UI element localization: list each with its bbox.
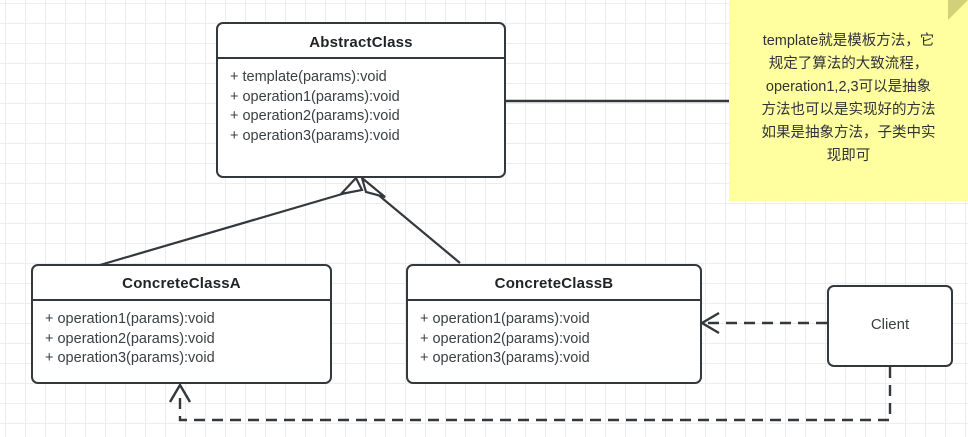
operation-item: + operation3(params):void	[45, 350, 215, 366]
class-box-concreteclassa[interactable]: ConcreteClassA + operation1(params):void…	[31, 264, 332, 384]
class-title-abstractclass: AbstractClass	[309, 34, 413, 51]
class-box-concreteclassb[interactable]: ConcreteClassB + operation1(params):void…	[406, 264, 702, 384]
generalization-arrowhead-b	[359, 174, 386, 199]
class-divider-concreteclassb	[408, 299, 700, 301]
note-line: 现即可	[826, 148, 871, 164]
operation-item: + operation3(params):void	[420, 350, 590, 366]
class-operations-concreteclassa: + operation1(params):void + operation2(p…	[33, 301, 330, 369]
generalization-line-b	[375, 192, 461, 264]
class-divider-concreteclassa	[33, 299, 330, 301]
note-line: template就是模板方法，它	[762, 33, 935, 49]
operation-item: + operation1(params):void	[45, 311, 215, 327]
generalization-arrowhead-a	[337, 176, 364, 196]
note-fold-corner-icon	[948, 0, 968, 20]
dependency-arrowhead-client-a	[168, 382, 192, 403]
operation-item: + operation1(params):void	[420, 311, 590, 327]
note-line: 规定了算法的大致流程，	[768, 56, 929, 72]
operation-item: + operation2(params):void	[420, 330, 590, 347]
class-box-client[interactable]: Client	[827, 285, 953, 367]
class-divider-abstractclass	[218, 57, 504, 59]
operation-item: + template(params):void	[230, 69, 387, 85]
operation-item: + operation1(params):void	[230, 88, 400, 105]
dependency-line-client-a	[178, 367, 892, 422]
operation-item: + operation3(params):void	[230, 127, 400, 144]
dependency-arrowhead-client-b	[699, 311, 720, 335]
generalization-line-a	[99, 190, 350, 267]
note-line: operation1,2,3可以是抽象	[765, 79, 932, 95]
operation-item: + operation2(params):void	[45, 330, 215, 347]
class-title-concreteclassa: ConcreteClassA	[122, 275, 241, 292]
note-line: 方法也可以是实现好的方法	[761, 102, 936, 118]
class-title-client: Client	[870, 316, 910, 333]
class-box-abstractclass[interactable]: AbstractClass + template(params):void + …	[216, 22, 506, 178]
note-line: 如果是抽象方法，子类中实	[761, 125, 936, 141]
note-text: template就是模板方法，它 规定了算法的大致流程， operation1,…	[729, 0, 968, 168]
class-operations-abstractclass: + template(params):void + operation1(par…	[218, 59, 504, 146]
class-operations-concreteclassb: + operation1(params):void + operation2(p…	[408, 301, 700, 369]
sticky-note[interactable]: template就是模板方法，它 规定了算法的大致流程， operation1,…	[729, 0, 968, 201]
operation-item: + operation2(params):void	[230, 108, 400, 124]
class-title-concreteclassb: ConcreteClassB	[494, 275, 614, 292]
